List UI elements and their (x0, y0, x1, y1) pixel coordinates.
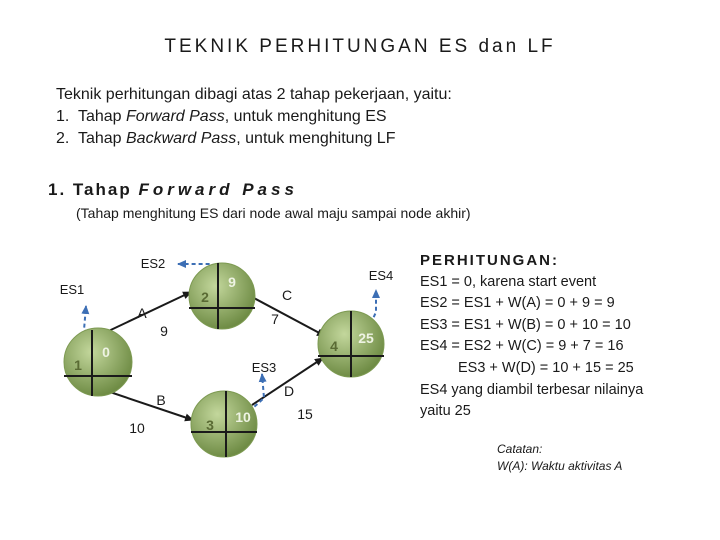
activity-d-label: D (284, 383, 294, 399)
intro-item-text: Tahap (77, 130, 126, 147)
calculation-line: yaitu 25 (420, 403, 471, 420)
activity-a-duration: 9 (160, 323, 168, 339)
activity-c-duration: 7 (271, 311, 279, 327)
node-number: 4 (330, 338, 338, 354)
edge-c (251, 296, 326, 337)
intro-item-number: 1. (56, 108, 70, 125)
intro-item-number: 2. (56, 130, 70, 147)
node-value: 10 (235, 409, 251, 425)
intro-line: Teknik perhitungan dibagi atas 2 tahap p… (56, 86, 452, 103)
es3-label: ES3 (252, 360, 277, 375)
intro-item-forward: 1. Tahap Forward Pass, untuk menghitung … (56, 106, 452, 128)
footnote-title: Catatan: (497, 442, 543, 456)
activity-b-label: B (156, 392, 165, 408)
intro-item-text: Tahap (77, 108, 126, 125)
calculation-panel: PERHITUNGAN: ES1 = 0, karena start event… (420, 250, 720, 423)
intro-item-italic: Forward Pass (126, 108, 225, 125)
edge-d (251, 357, 324, 406)
node-number: 2 (201, 289, 209, 305)
activity-a-label: A (137, 305, 147, 321)
activity-c-label: C (282, 287, 292, 303)
node-number: 3 (206, 417, 214, 433)
node-1: 1 0 (63, 327, 133, 397)
es2-label: ES2 (141, 256, 166, 271)
calculation-line: ES2 = ES1 + W(A) = 0 + 9 = 9 (420, 295, 615, 312)
node-value: 9 (228, 274, 236, 290)
activity-d-duration: 15 (297, 406, 313, 422)
footnote-text: W(A): Waktu aktivitas A (497, 459, 623, 473)
calculation-line: ES3 + W(D) = 10 + 15 = 25 (458, 359, 634, 376)
intro-item-italic: Backward Pass (126, 130, 237, 147)
intro-item-backward: 2. Tahap Backward Pass, untuk menghitung… (56, 128, 452, 150)
section-number: 1. Tahap (48, 180, 139, 199)
section-subtitle: (Tahap menghitung ES dari node awal maju… (76, 205, 471, 221)
node-4: 4 25 (317, 310, 385, 378)
section-italic: Forward Pass (138, 180, 298, 199)
page-title: TEKNIK PERHITUNGAN ES dan LF (164, 36, 556, 57)
intro-text: Teknik perhitungan dibagi atas 2 tahap p… (56, 84, 452, 150)
calculation-heading: PERHITUNGAN: (420, 252, 559, 269)
node-value: 0 (102, 344, 110, 360)
footnote: Catatan: W(A): Waktu aktivitas A (497, 441, 622, 475)
intro-item-text: , untuk menghitung LF (236, 130, 396, 147)
calculation-line: ES4 = ES2 + W(C) = 9 + 7 = 16 (420, 338, 624, 355)
node-3: 3 10 (190, 390, 258, 458)
node-value: 25 (358, 330, 374, 346)
intro-item-text: , untuk menghitung ES (224, 108, 387, 125)
calculation-line: ES4 yang diambil terbesar nilainya (420, 381, 644, 398)
calculation-line: ES1 = 0, karena start event (420, 273, 597, 290)
section-heading: 1. Tahap Forward Pass (48, 180, 298, 200)
edge-a (97, 291, 192, 337)
edge-b (97, 387, 194, 422)
node-2: 2 9 (188, 262, 256, 330)
es1-label: ES1 (60, 282, 85, 297)
node-number: 1 (74, 357, 82, 373)
es4-label: ES4 (369, 268, 394, 283)
activity-b-duration: 10 (129, 420, 145, 436)
calculation-line: ES3 = ES1 + W(B) = 0 + 10 = 10 (420, 316, 631, 333)
